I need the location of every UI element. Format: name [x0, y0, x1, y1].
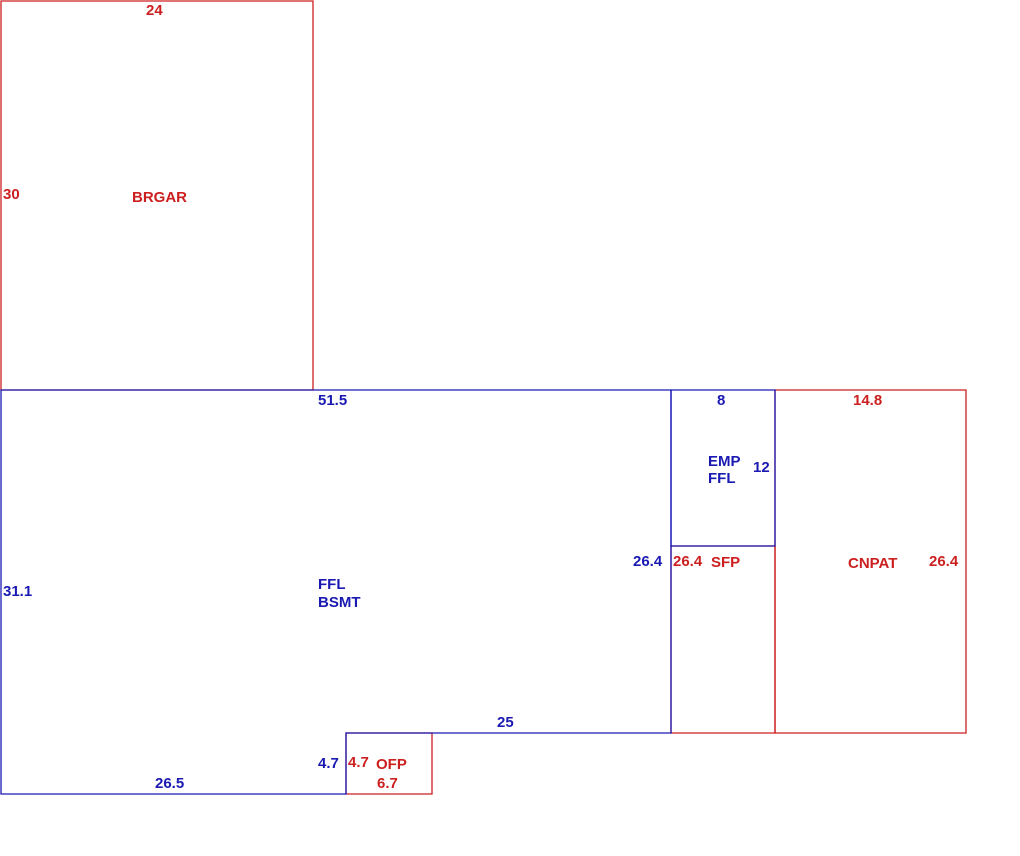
sfp-label: SFP	[711, 554, 740, 571]
ffl-bsmt-dim-right: 26.4	[633, 553, 663, 570]
ofp-dim-bottom: 6.7	[377, 775, 398, 792]
sfp-outline	[670, 545, 776, 734]
ffl-bsmt-label-line2: BSMT	[318, 594, 361, 611]
cnpat-dim-top: 14.8	[853, 392, 882, 409]
brgar-dim-left: 30	[3, 186, 20, 203]
emp-ffl-dim-right: 12	[753, 459, 770, 476]
ffl-bsmt-dim-bottom: 26.5	[155, 775, 184, 792]
ffl-bsmt-label-line1: FFL	[318, 576, 346, 593]
cnpat-dim-right: 26.4	[929, 553, 959, 570]
emp-ffl-label-line2: FFL	[708, 470, 736, 487]
cnpat-label: CNPAT	[848, 555, 897, 572]
ffl-bsmt-dim-step-top: 25	[497, 714, 514, 731]
emp-ffl-outline	[670, 389, 776, 547]
emp-ffl-dim-top: 8	[717, 392, 725, 409]
sfp-dim-left: 26.4	[673, 553, 703, 570]
ffl-bsmt-dim-step-right: 4.7	[318, 755, 339, 772]
ofp-label: OFP	[376, 756, 407, 773]
ofp-dim-left: 4.7	[348, 754, 369, 771]
emp-ffl-label-line1: EMP	[708, 453, 741, 470]
ffl-bsmt-dim-top: 51.5	[318, 392, 347, 409]
ffl-bsmt-dim-left: 31.1	[3, 583, 32, 600]
brgar-dim-top: 24	[146, 2, 163, 19]
brgar-label: BRGAR	[132, 189, 187, 206]
